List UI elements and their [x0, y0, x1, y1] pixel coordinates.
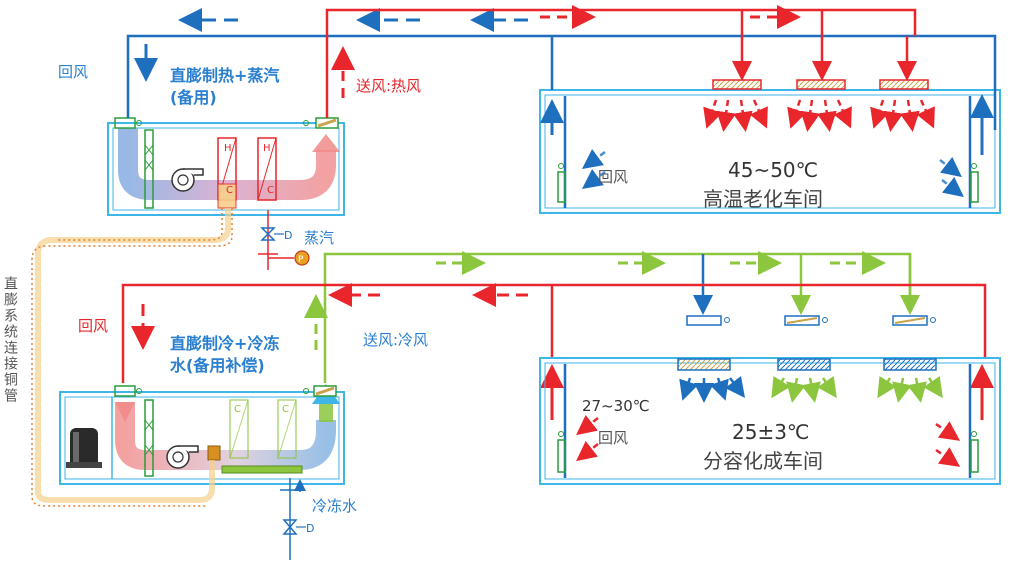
bottom-room: 27~30℃ 回风 25±3℃ 分容化成车间 [539, 357, 1001, 485]
bottom-room-name: 分容化成车间 [703, 449, 823, 473]
coil-c-label: C [226, 185, 233, 196]
valve-d-label-2: D [306, 522, 314, 535]
fan-icon [171, 168, 204, 192]
bottom-unit: C C [59, 384, 345, 485]
pressure-gauge-icon [294, 250, 310, 266]
return-air-label-bottom: 回风 [78, 317, 108, 335]
top-room-return-label: 回风 [598, 168, 628, 186]
compressor-icon [66, 428, 102, 468]
coil-h-label-2: H [263, 143, 271, 154]
gauge-p-label: P [298, 255, 304, 265]
bottom-ducts [121, 251, 994, 420]
copper-pipe [31, 208, 233, 507]
chilled-water-label: 冷冻水 [312, 497, 357, 515]
bottom-unit-subtitle: 水(备用补偿) [170, 356, 265, 375]
top-room-name: 高温老化车间 [703, 187, 823, 211]
pipe-note-label: 直膨系统连接铜管 [2, 275, 18, 404]
bottom-room-return-label: 回风 [598, 429, 628, 447]
top-unit-subtitle: (备用) [170, 88, 217, 107]
coil-c-label-3: C [234, 404, 241, 415]
return-air-label-top: 回风 [58, 63, 88, 81]
fan-icon-bottom [166, 445, 199, 469]
supply-hot-label: 送风:热风 [356, 77, 421, 95]
top-unit: H C H C [107, 117, 345, 216]
top-room: 回风 45~50℃ 高温老化车间 [539, 79, 1001, 214]
coil-h-label: H [224, 143, 232, 154]
coil-c-label-2: C [267, 185, 274, 196]
bottom-room-local-temperature: 27~30℃ [582, 397, 650, 415]
chilled-water-line: D [280, 478, 314, 560]
top-room-temperature: 45~50℃ [728, 158, 818, 182]
steam-line: D P [258, 210, 310, 270]
coil-c-label-4: C [282, 404, 289, 415]
top-ducts [126, 5, 997, 155]
valve-d-label: D [284, 229, 292, 242]
steam-label: 蒸汽 [304, 229, 334, 247]
bottom-unit-title: 直膨制冷+冷冻 [170, 334, 279, 353]
supply-cold-label: 送风:冷风 [363, 331, 428, 349]
bottom-room-temperature: 25±3℃ [732, 420, 809, 444]
top-unit-title: 直膨制热+蒸汽 [170, 66, 279, 85]
